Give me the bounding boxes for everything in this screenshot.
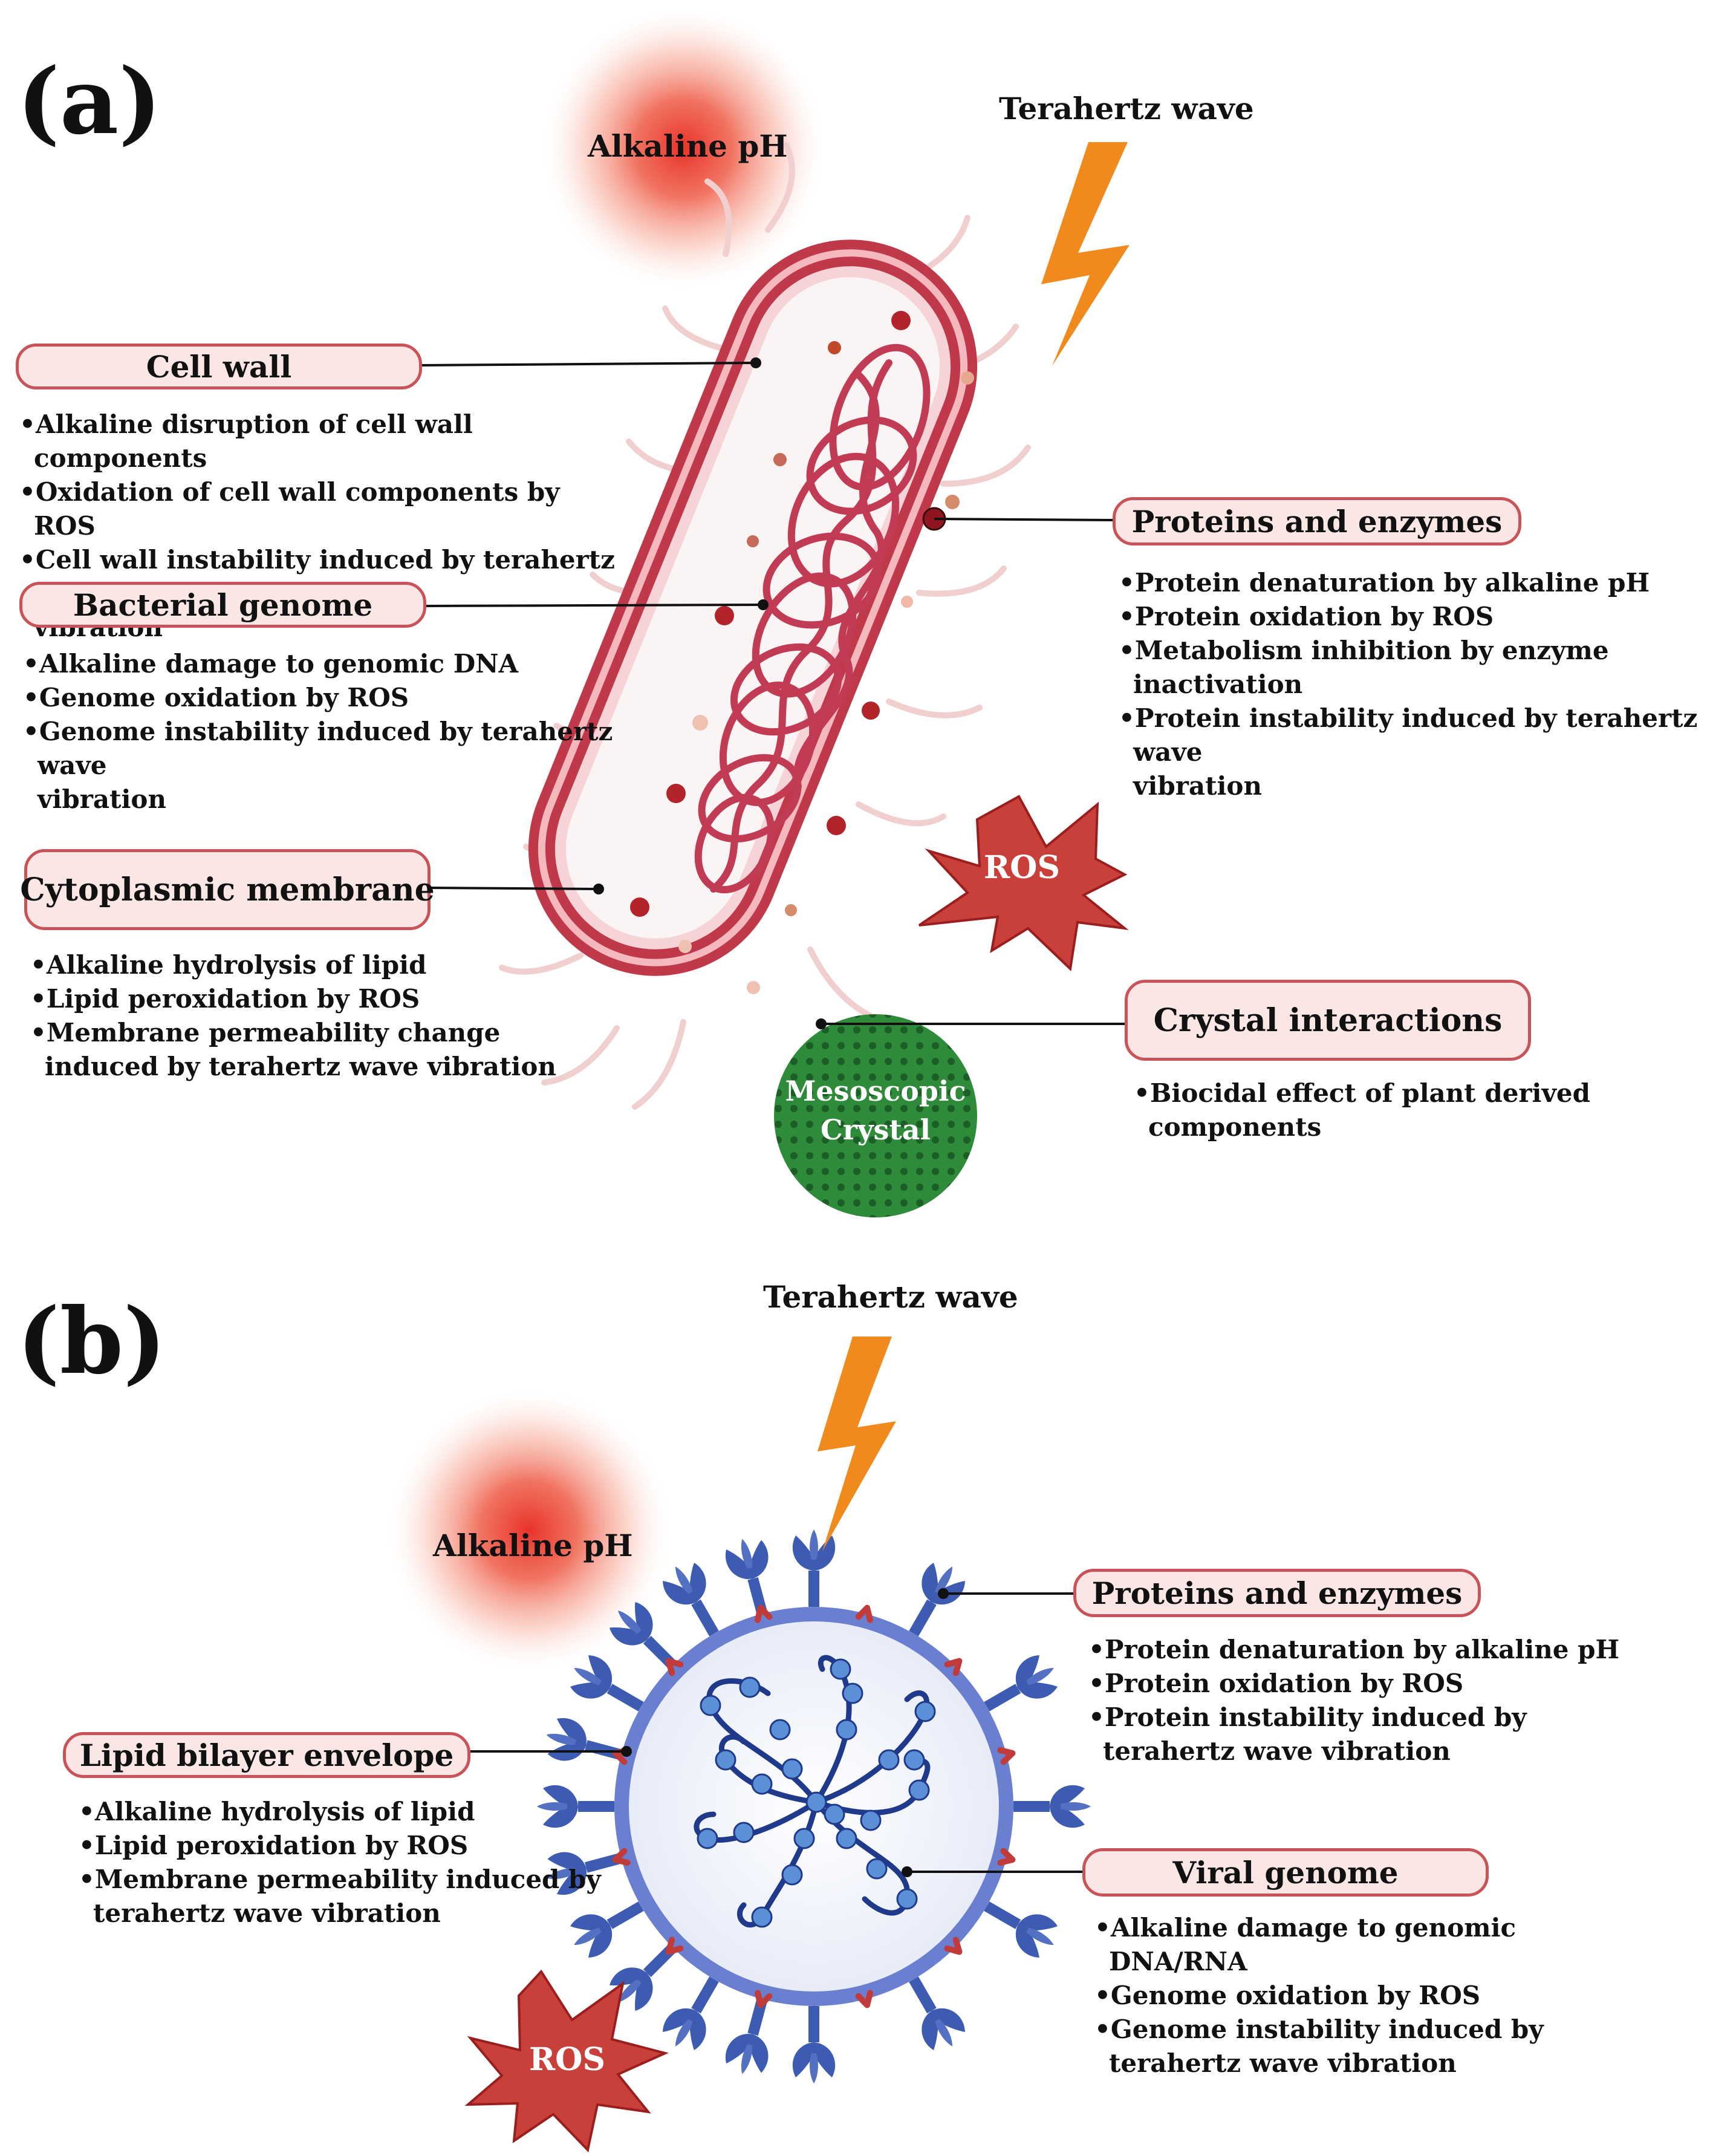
cell-wall-title: Cell wall — [16, 344, 422, 389]
leader-dots-b — [621, 1588, 949, 1877]
bullet-item: Alkaline disruption of cell wall compone… — [19, 408, 624, 475]
lightning-bolt-icon — [818, 1337, 896, 1551]
mesoscopic-crystal-label: Mesoscopic Crystal — [785, 1075, 966, 1146]
bullet-item: Alkaline hydrolysis of lipid — [30, 948, 574, 982]
ros-label: ROS — [983, 849, 1061, 886]
alkaline-glow-icon — [390, 1391, 668, 1669]
cytoplasm-granules — [630, 311, 974, 994]
panel-b — [390, 1337, 1091, 2153]
terahertz-wave-label: Terahertz wave — [999, 91, 1254, 126]
alkaline-ph-label: Alkaline pH — [588, 128, 788, 164]
crystal-interactions-title: Crystal interactions — [1125, 980, 1531, 1061]
membrane-proteins — [612, 1604, 1016, 2008]
alkaline-glow-icon — [544, 9, 822, 287]
bacterial-dna — [694, 344, 931, 894]
bullet-item: Genome instability induced by terahertz … — [1094, 2013, 1639, 2080]
panel-a-letter: (a) — [17, 48, 162, 155]
bacterial-genome-bullets: Alkaline damage to genomic DNA Genome ox… — [23, 647, 628, 816]
panel-a — [421, 9, 1130, 1217]
proteins-enzymes-bullets-b: Protein denaturation by alkaline pH Prot… — [1088, 1633, 1633, 1768]
bullet-item: Membrane permeability induced by teraher… — [79, 1863, 611, 1930]
bullet-item: Alkaline damage to genomic DNA — [23, 647, 628, 681]
bullet-item: Protein denaturation by alkaline pH — [1119, 566, 1699, 600]
ros-starburst-icon — [464, 1969, 669, 2153]
bullet-item: Alkaline hydrolysis of lipid — [79, 1795, 611, 1829]
cytoplasmic-membrane-bullets: Alkaline hydrolysis of lipid Lipid perox… — [30, 948, 574, 1084]
ros-label: ROS — [528, 2041, 606, 2078]
bullet-item: Protein instability induced by terahertz… — [1088, 1701, 1633, 1768]
bullet-item: Protein instability induced by terahertz… — [1119, 702, 1699, 803]
viral-genome-title: Viral genome — [1082, 1848, 1489, 1897]
viral-genome-bullets: Alkaline damage to genomic DNA/RNA Genom… — [1094, 1911, 1639, 2080]
bullet-item: Oxidation of cell wall components by ROS — [19, 475, 624, 543]
lipid-bilayer-envelope-title: Lipid bilayer envelope — [63, 1732, 470, 1778]
proteins-enzymes-title-b: Proteins and enzymes — [1073, 1569, 1481, 1617]
proteins-enzymes-title-a: Proteins and enzymes — [1113, 497, 1521, 546]
bacterium-cell — [528, 239, 978, 976]
crystal-interactions-bullets: Biocidal effect of plant derived compone… — [1134, 1076, 1702, 1144]
bullet-item: Protein oxidation by ROS — [1119, 600, 1699, 634]
bullet-item: Lipid peroxidation by ROS — [30, 982, 574, 1016]
bullet-item: Metabolism inhibition by enzyme inactiva… — [1119, 634, 1699, 702]
bullet-item: Lipid peroxidation by ROS — [79, 1829, 611, 1863]
bullet-item: Protein denaturation by alkaline pH — [1088, 1633, 1633, 1667]
leader-lines-b — [470, 1592, 1082, 1873]
ros-starburst-icon — [918, 795, 1129, 972]
leader-dots-a — [593, 357, 827, 1029]
alkaline-ph-label: Alkaline pH — [433, 1528, 633, 1563]
bullet-item: Protein oxidation by ROS — [1088, 1667, 1633, 1701]
bullet-item: Genome instability induced by terahertz … — [23, 715, 628, 816]
proteins-enzymes-bullets-a: Protein denaturation by alkaline pH Prot… — [1119, 566, 1699, 803]
terahertz-wave-label: Terahertz wave — [763, 1279, 1018, 1315]
bullet-item: Biocidal effect of plant derived compone… — [1134, 1076, 1702, 1144]
bullet-item: Alkaline damage to genomic DNA/RNA — [1094, 1911, 1639, 1979]
bullet-item: Membrane permeability change induced by … — [30, 1016, 574, 1084]
mesoscopic-crystal — [774, 1014, 977, 1217]
cytoplasmic-membrane-title: Cytoplasmic membrane — [20, 849, 435, 930]
bullet-item: Genome oxidation by ROS — [1094, 1979, 1639, 2013]
bacterial-genome-title: Bacterial genome — [19, 582, 426, 628]
lightning-bolt-icon — [1041, 142, 1130, 366]
bullet-item: Genome oxidation by ROS — [23, 681, 628, 715]
cell-wall-bullets: Alkaline disruption of cell wall compone… — [19, 408, 624, 645]
panel-b-letter: (b) — [17, 1288, 166, 1395]
rna-beads — [697, 1658, 936, 1928]
lipid-envelope-bullets: Alkaline hydrolysis of lipid Lipid perox… — [79, 1795, 611, 1930]
